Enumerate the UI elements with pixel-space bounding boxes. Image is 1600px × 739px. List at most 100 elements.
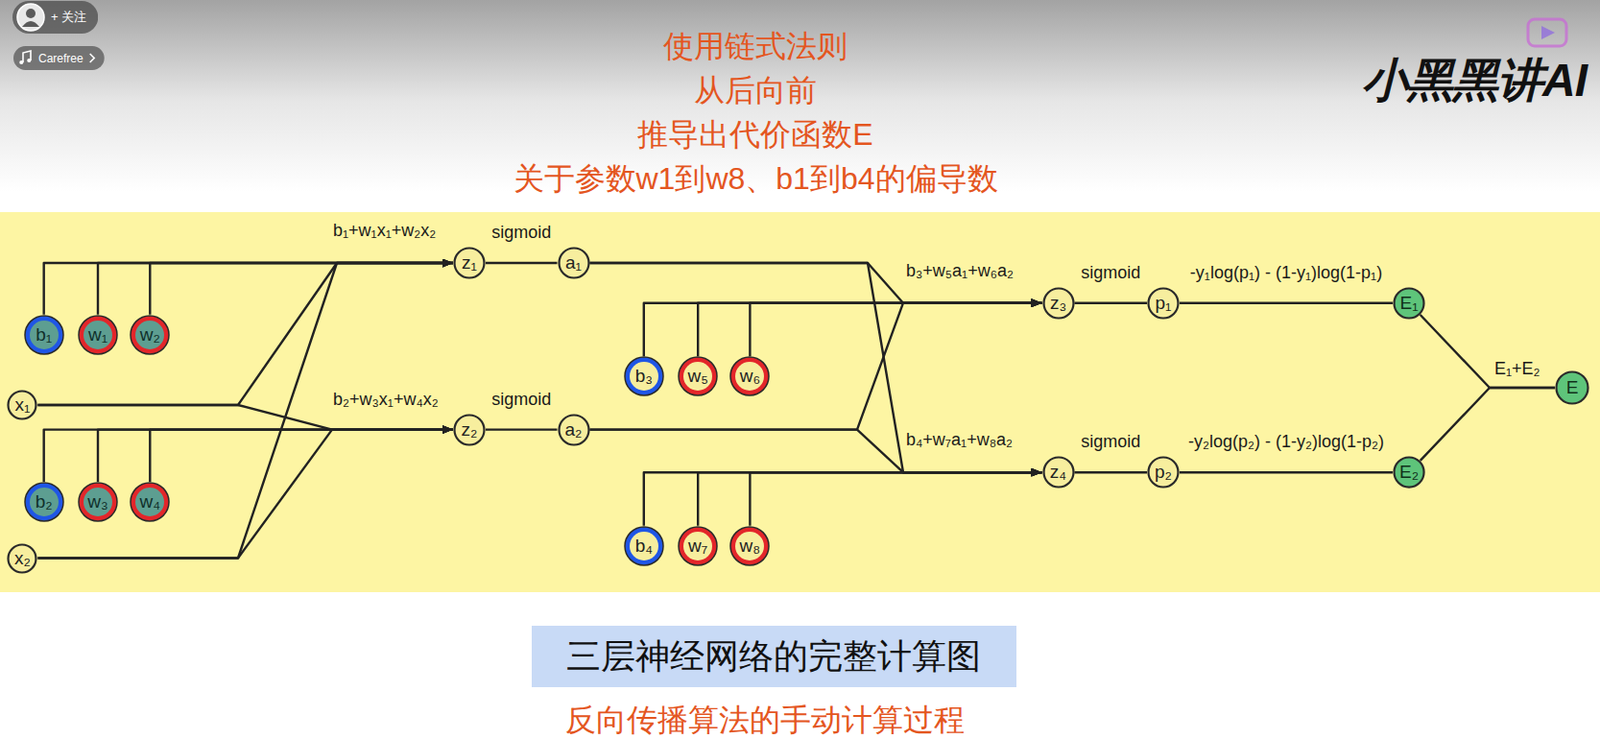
circle-fill (454, 248, 485, 279)
connector (590, 303, 1043, 430)
connector (97, 429, 454, 482)
sum-node: z₃ (1042, 286, 1075, 320)
connector (1179, 471, 1393, 474)
node-text: w₆ (740, 365, 761, 387)
bias-node: b₃ (623, 356, 665, 397)
node-text: w₁ (88, 324, 108, 346)
circle-fill (83, 487, 113, 517)
circle-ring (624, 526, 664, 566)
connector (37, 262, 454, 406)
connector (149, 429, 454, 482)
circle-fill (1393, 457, 1424, 488)
circle-fill (683, 531, 713, 561)
weight-node: w₂ (129, 314, 170, 356)
chevron-icon (90, 53, 96, 63)
weight-node: w₇ (677, 525, 718, 567)
total-loss-node: E (1554, 370, 1590, 406)
weight-node: w₃ (77, 481, 119, 523)
weight-node: w₅ (677, 356, 718, 397)
node-text: a₁ (565, 252, 582, 274)
circle-fill (683, 361, 713, 391)
caption-box: 三层神经网络的完整计算图 (531, 625, 1017, 688)
circle-fill (1556, 372, 1589, 405)
node-text: E₁ (1399, 292, 1418, 314)
connector (644, 303, 1043, 358)
sum-node: z₂ (453, 413, 486, 447)
sum-node: z₁ (453, 246, 486, 280)
sum-node: z₄ (1042, 455, 1075, 489)
node-text: w₅ (688, 365, 709, 387)
node-text: x₂ (14, 548, 31, 570)
node-text: z₃ (1050, 292, 1067, 314)
music-icon (23, 50, 31, 63)
circle-fill (629, 531, 659, 561)
circle-fill (83, 320, 113, 350)
node-text: b₄ (635, 535, 653, 557)
connector (1074, 471, 1148, 474)
edge-label: sigmoid (1080, 262, 1141, 283)
connector (1420, 314, 1555, 388)
loss-node: E₂ (1392, 455, 1426, 489)
connector (697, 472, 1042, 526)
follow-button: + 关注 (12, 0, 98, 34)
circle-fill (735, 531, 765, 561)
input-node: x₁ (6, 389, 38, 421)
connector (749, 472, 1042, 526)
node-text: Carefree (38, 51, 84, 66)
circle-fill (8, 544, 37, 573)
connector (44, 262, 454, 315)
node-text: b₁ (35, 324, 52, 346)
node-text: 三层神经网络的完整计算图 (566, 633, 981, 681)
avatar-head (25, 8, 36, 19)
node-text: E₂ (1399, 461, 1419, 483)
circle-fill (1043, 457, 1074, 488)
formula-label: E₁+E₂ (1494, 358, 1541, 381)
input-node: x₂ (6, 543, 38, 574)
circle-fill (29, 487, 59, 517)
formula-label: b₄+w₇a₁+w₈a₂ (906, 429, 1013, 452)
watermark: 小黑黑讲AI (1361, 52, 1587, 109)
circle-ring (730, 357, 769, 396)
edge-label: -y₂log(p₂) - (1-y₂)log(1-p₂) (1188, 431, 1385, 453)
connector (485, 262, 558, 264)
circle-ring (78, 482, 118, 522)
connector (485, 428, 558, 430)
edge-label: sigmoid (491, 388, 551, 409)
edge-label: -y₁log(p₁) - (1-y₁)log(1-p₁) (1190, 262, 1383, 283)
weight-node: w₄ (129, 481, 170, 523)
avatar-body (22, 21, 40, 27)
connector (749, 303, 1042, 358)
circle-fill (29, 320, 59, 350)
connector (697, 303, 1042, 358)
logo-icon (1528, 19, 1567, 47)
loss-node: E₁ (1392, 286, 1426, 320)
connector (1179, 301, 1393, 304)
formula-label: b₁+w₁x₁+w₂x₂ (333, 220, 436, 242)
circle-ring (78, 315, 118, 355)
circle-fill (558, 414, 589, 445)
bias-node: b₁ (23, 314, 65, 356)
node-text: a₂ (565, 419, 583, 441)
node-text: b₃ (635, 365, 653, 387)
node-text: w₄ (140, 491, 161, 513)
circle-ring (678, 357, 717, 396)
weight-node: w₈ (729, 525, 770, 567)
circle-fill (1148, 287, 1179, 318)
graph-band (0, 212, 1600, 593)
circle-fill (8, 391, 37, 420)
formula-label: b₃+w₅a₁+w₆a₂ (906, 261, 1014, 283)
music-tag: Carefree (13, 46, 105, 71)
connector (97, 262, 454, 315)
circle-ring (678, 526, 717, 566)
output-node: p₂ (1146, 455, 1180, 489)
weight-node: w₁ (77, 314, 119, 356)
circle-fill (454, 414, 485, 445)
caption-text: 反向传播算法的手动计算过程 (565, 703, 965, 737)
output-node: p₁ (1146, 286, 1180, 320)
node-text: w₇ (688, 535, 708, 557)
connector (590, 429, 1043, 474)
circle-ring (624, 357, 664, 396)
circle-fill (629, 361, 659, 391)
logo-frame (1528, 19, 1567, 47)
